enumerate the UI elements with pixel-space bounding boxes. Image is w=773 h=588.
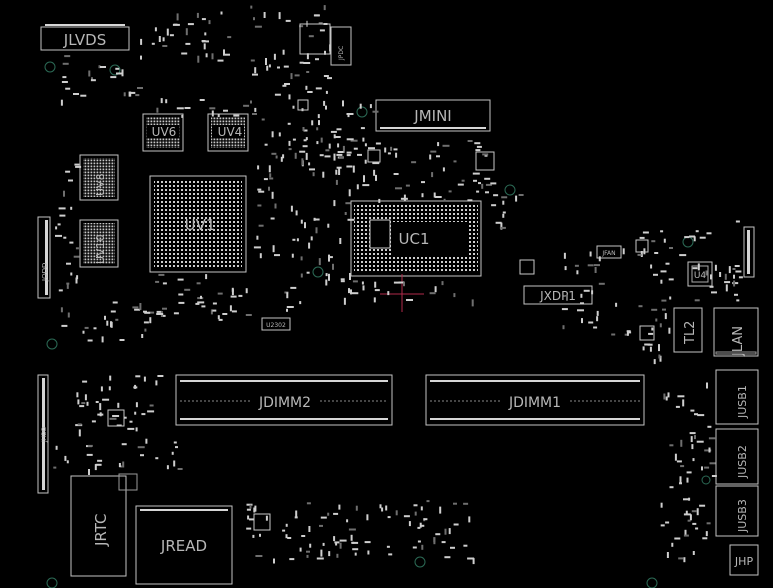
right-edge-connector[interactable] bbox=[743, 226, 755, 278]
uc1-chip[interactable]: UC1 bbox=[350, 200, 482, 277]
jxdp1-label: JXDP1 bbox=[539, 289, 576, 303]
jdimm2-slot[interactable]: JDIMM2 bbox=[175, 374, 393, 426]
mounting-holes bbox=[44, 61, 711, 588]
jread-card-reader[interactable]: JREAD bbox=[135, 505, 233, 585]
jodd-label: JODD bbox=[41, 263, 49, 282]
uv4-label: UV4 bbox=[218, 125, 243, 139]
jfan-label: JFAN bbox=[601, 250, 615, 257]
jmini-label: JMINI bbox=[413, 107, 451, 125]
u2302-chip[interactable]: U2302 bbox=[261, 317, 291, 331]
u4-label: U4 bbox=[694, 271, 707, 281]
jread-label: JREAD bbox=[160, 537, 207, 555]
jdimm2-label: JDIMM2 bbox=[258, 395, 311, 411]
crosshair-marker bbox=[380, 274, 424, 312]
jusb2-label: JUSB2 bbox=[736, 445, 749, 479]
jhdd-label: JHDD bbox=[41, 426, 48, 443]
u2302-label: U2302 bbox=[266, 322, 286, 329]
tl2-label: TL2 bbox=[683, 321, 698, 345]
jlan-connector[interactable]: JLAN bbox=[713, 307, 759, 357]
uv6-chip[interactable]: UV6 bbox=[142, 113, 184, 152]
jlvds-connector[interactable]: JLVDS bbox=[40, 24, 130, 51]
jusb3-label: JUSB3 bbox=[736, 499, 749, 533]
uv6-label: UV6 bbox=[152, 125, 177, 139]
jpdc-connector[interactable]: JPDC bbox=[330, 26, 352, 66]
jhdd-connector[interactable]: JHDD bbox=[37, 374, 49, 494]
uc1-label: UC1 bbox=[399, 230, 430, 248]
uv10-chip[interactable]: UV10 bbox=[79, 219, 119, 268]
jrtc-label: JRTC bbox=[92, 513, 110, 547]
jmini-connector[interactable]: JMINI bbox=[375, 99, 491, 132]
uv10-label: UV10 bbox=[94, 234, 107, 264]
jusb1-label: JUSB1 bbox=[736, 385, 749, 419]
jodd-connector[interactable]: JODD bbox=[37, 216, 51, 299]
smd-components bbox=[53, 5, 743, 565]
jpdc-label: JPDC bbox=[338, 46, 345, 61]
jfan-connector[interactable]: JFAN bbox=[596, 245, 622, 259]
jlvds-label: JLVDS bbox=[63, 31, 106, 49]
uv1-label: UV1 bbox=[185, 216, 216, 234]
jhp-label: JHP bbox=[734, 555, 754, 568]
jdimm1-label: JDIMM1 bbox=[508, 395, 561, 411]
jlan-label: JLAN bbox=[731, 326, 746, 357]
jusb3-connector[interactable]: JUSB3 bbox=[715, 485, 759, 537]
jrtc-battery[interactable]: JRTC bbox=[70, 473, 138, 577]
jusb1-connector[interactable]: JUSB1 bbox=[715, 369, 759, 425]
u4-chip[interactable]: U4 bbox=[687, 261, 713, 287]
uv4-chip[interactable]: UV4 bbox=[207, 113, 249, 152]
uv8-chip[interactable]: UV8 bbox=[79, 154, 119, 201]
jusb2-connector[interactable]: JUSB2 bbox=[715, 428, 759, 485]
jhp-connector[interactable]: JHP bbox=[729, 544, 759, 576]
tl2-transformer[interactable]: TL2 bbox=[673, 307, 703, 353]
uv1-chip[interactable]: UV1 bbox=[149, 175, 247, 273]
uv8-label: UV8 bbox=[94, 173, 107, 196]
jdimm1-slot[interactable]: JDIMM1 bbox=[425, 374, 645, 426]
